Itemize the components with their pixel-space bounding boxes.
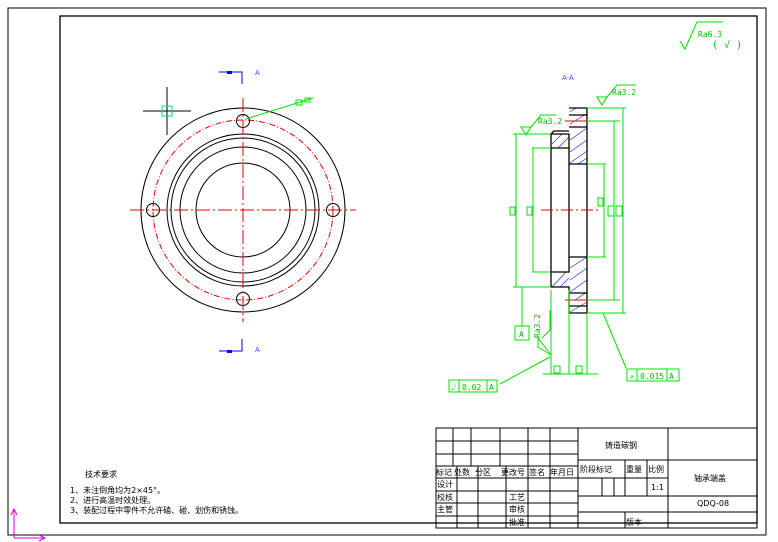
- version-label: 版本: [626, 517, 642, 527]
- section-label: A-A: [562, 74, 574, 82]
- header-count: 处数: [454, 467, 470, 477]
- drawing-number: QDQ-08: [697, 499, 729, 508]
- general-roughness-suffix: ( √ ): [712, 39, 742, 51]
- part-name: 轴承端盖: [694, 473, 726, 483]
- approve-label: 批准: [509, 517, 525, 527]
- front-view: A A: [130, 69, 356, 354]
- tolerance-symbol: ⌰: [451, 383, 457, 392]
- header-mark: 标记: [436, 467, 452, 477]
- header-zone: 分区: [475, 468, 491, 477]
- stage-mark-label: 阶段标记: [580, 464, 612, 474]
- note-item: 2、进行高温时效处理。: [70, 495, 155, 505]
- section-marker-bottom: A: [255, 346, 260, 354]
- review-label: 审核: [509, 504, 525, 514]
- design-label: 设计: [437, 479, 453, 489]
- tolerance-symbol: ↗: [629, 372, 634, 381]
- material: 铸造碳钢: [605, 440, 637, 450]
- header-signature: 签名: [529, 467, 545, 477]
- section-view: A-A: [448, 21, 742, 393]
- roughness-annotation: Ra3.2: [612, 88, 636, 97]
- tolerance-datum: A: [489, 383, 494, 392]
- note-item: 1、未注倒角均为2×45°。: [70, 485, 165, 495]
- note-item: 3、装配过程中零件不允许磕、碰、划伤和锈蚀。: [70, 505, 243, 515]
- tolerance-datum: A: [669, 372, 674, 381]
- datum-label: A: [519, 330, 524, 339]
- header-change-no: 更改号: [501, 467, 525, 477]
- section-marker-top: A: [255, 69, 260, 77]
- check-label: 校核: [437, 492, 453, 502]
- tolerance-value: 0.015: [640, 372, 664, 381]
- outer-frame: [7, 7, 767, 536]
- title-block: 铸造碳钢 标记 处数 分区 更改号 签名 年月日 阶段标记 重量 比例 1:1 …: [435, 427, 758, 529]
- roughness-annotation: Ra3.2: [538, 117, 562, 126]
- process-label: 工艺: [509, 493, 525, 502]
- scale-label: 比例: [648, 464, 664, 474]
- supervisor-label: 主管: [437, 504, 453, 514]
- general-roughness: Ra6.3: [698, 30, 722, 39]
- weight-label: 重量: [626, 464, 642, 474]
- ucs-icon: [10, 507, 47, 542]
- technical-notes: 技术要求 1、未注倒角均为2×45°。 2、进行高温时效处理。 3、装配过程中零…: [70, 469, 243, 515]
- scale-value: 1:1: [651, 483, 664, 492]
- roughness-annotation: Ra3.2: [533, 314, 542, 338]
- crosshair-cursor-icon: [143, 87, 191, 135]
- notes-title: 技术要求: [85, 469, 117, 479]
- inner-frame: [59, 15, 758, 524]
- tolerance-value: 0.02: [462, 383, 481, 392]
- header-date: 年月日: [550, 467, 574, 477]
